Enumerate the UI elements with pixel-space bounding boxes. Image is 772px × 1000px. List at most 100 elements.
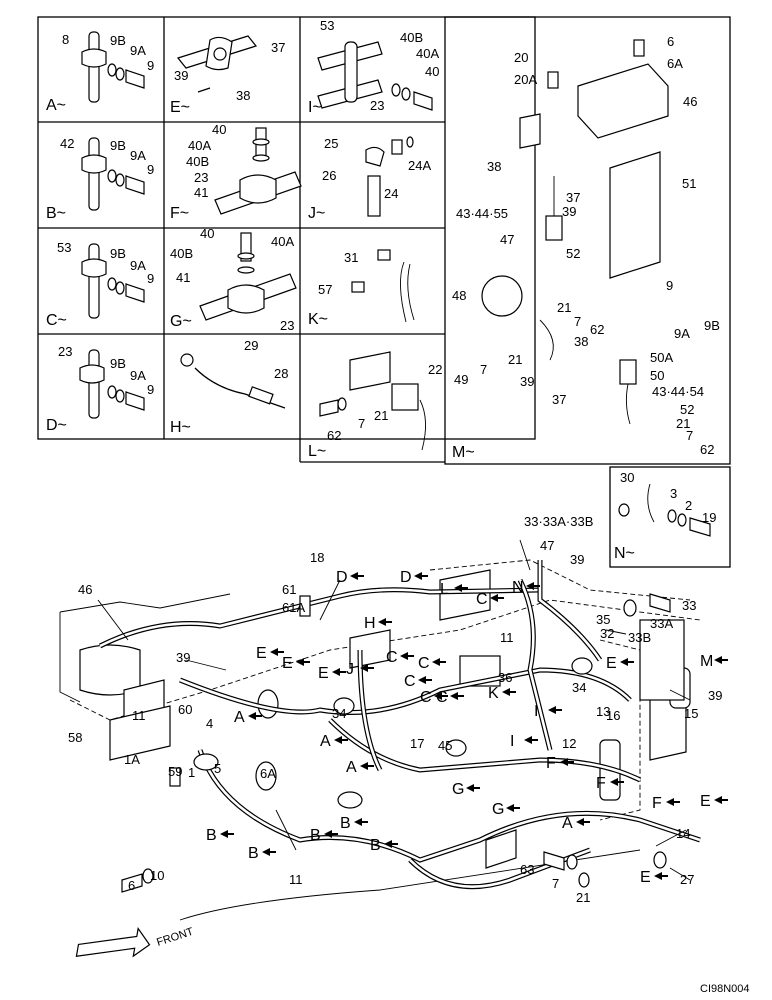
pointer-arrow-icon [262, 848, 276, 856]
arrow-letter: A [234, 709, 245, 726]
arrow-letter: M [700, 653, 713, 670]
pointer-arrow-icon [354, 818, 368, 826]
callout-number: 61A [282, 600, 305, 615]
callout-number: 33·33A·33B [524, 514, 593, 529]
arrow-letter: E [640, 869, 651, 886]
pointer-arrow-icon [454, 584, 468, 592]
panel-j-part: 24 [384, 186, 398, 201]
panel-m-part: 46 [683, 94, 697, 109]
arrow-letter: F [652, 795, 662, 812]
pointer-arrow-icon [450, 692, 464, 700]
pointer-arrow-icon [466, 784, 480, 792]
panel-m-part: 48 [452, 288, 466, 303]
panel-c: 53 9B 9A 9 C~ [46, 240, 154, 329]
panel-c-letter: C~ [46, 312, 67, 329]
panel-b-part: 9A [130, 148, 146, 163]
arrow-letter: B [248, 845, 259, 862]
panel-m-part: 39 [562, 204, 576, 219]
callout-number: 39 [570, 552, 584, 567]
panel-h-letter: H~ [170, 419, 191, 436]
arrow-letter: F [596, 775, 606, 792]
panel-j-letter: J~ [308, 205, 325, 222]
panel-m-part: 38 [574, 334, 588, 349]
arrow-letter: C [436, 689, 448, 706]
panel-j: 25 24A 26 24 J~ [308, 136, 431, 222]
panel-n-part: 30 [620, 470, 634, 485]
pointer-arrow-icon [414, 572, 428, 580]
pointer-arrow-icon [490, 594, 504, 602]
panel-i: 53 40B 40A 40 23 I~ [308, 18, 439, 116]
main-assembly [59, 539, 701, 958]
arrow-letter: B [310, 827, 321, 844]
panel-d-part: 9A [130, 368, 146, 383]
panel-f-part: 40A [188, 138, 211, 153]
callout-number: 46 [78, 582, 92, 597]
panel-k: 31 57 K~ [308, 249, 415, 328]
pointer-arrow-icon [576, 818, 590, 826]
callout-number: 47 [540, 538, 554, 553]
callout-number: 11 [132, 708, 146, 723]
callout-number: 6A [260, 766, 276, 781]
panel-d: 23 9B 9A 9 D~ [46, 344, 154, 434]
pointer-arrow-icon [332, 668, 346, 676]
arrow-letter: F [546, 755, 556, 772]
arrow-letter: D [336, 569, 348, 586]
panel-m-part: 47 [500, 232, 514, 247]
callout-number: 6 [128, 878, 135, 893]
panel-i-part: 40 [425, 64, 439, 79]
pointer-arrow-icon [548, 706, 562, 714]
callout-number: 5 [214, 761, 221, 776]
callout-number: 10 [150, 868, 164, 883]
panel-g-letter: G~ [170, 313, 192, 330]
callout-number: 59 [168, 764, 182, 779]
arrow-letter: C [404, 673, 416, 690]
figure-code: CI98N004 [700, 983, 750, 995]
callout-number: 16 [606, 708, 620, 723]
pointer-arrow-icon [434, 692, 448, 700]
pointer-arrow-icon [418, 676, 432, 684]
panel-m-part: 62 [590, 322, 604, 337]
panel-b-part: 42 [60, 136, 74, 151]
panel-f-part: 41 [194, 185, 208, 200]
callout-number: 17 [410, 736, 424, 751]
pointer-arrow-icon [506, 804, 520, 812]
panel-c-part: 9B [110, 246, 126, 261]
panel-m-part: 37 [552, 392, 566, 407]
panel-g-part: 23 [280, 318, 294, 333]
arrow-letter: G [492, 801, 504, 818]
panel-a-part: 9B [110, 33, 126, 48]
panel-i-part: 40A [416, 46, 439, 61]
panel-b-letter: B~ [46, 205, 66, 222]
callout-number: 45 [438, 738, 452, 753]
arrow-letter: B [370, 837, 381, 854]
arrow-letter: E [318, 665, 329, 682]
panel-e-letter: E~ [170, 99, 190, 116]
pointer-arrow-icon [400, 652, 414, 660]
arrow-letter: A [320, 733, 331, 750]
panel-a-part: 9A [130, 43, 146, 58]
callout-number: 34 [572, 680, 586, 695]
panel-f: 40 40A 40B 23 41 F~ [170, 122, 302, 222]
arrow-letter: C [476, 591, 488, 608]
pointer-arrow-icon [270, 648, 284, 656]
panel-e-part: 39 [174, 68, 188, 83]
panel-f-letter: F~ [170, 205, 189, 222]
panel-n-part: 2 [685, 498, 692, 513]
arrow-letter: A [346, 759, 357, 776]
pointer-arrow-icon [714, 656, 728, 664]
pointer-arrow-icon [666, 798, 680, 806]
panel-m-part: 21 [676, 416, 690, 431]
panel-a: 8 9B 9A 9 A~ [46, 31, 154, 114]
panel-m-part: 43·44·54 [652, 384, 704, 399]
panel-i-letter: I~ [308, 99, 322, 116]
panel-l-part: 22 [428, 362, 442, 377]
pointer-arrow-icon [350, 572, 364, 580]
pointer-arrow-icon [360, 762, 374, 770]
arrow-letter: J [346, 661, 354, 678]
panel-l-part: 7 [358, 416, 365, 431]
panel-a-letter: A~ [46, 97, 66, 114]
pointer-arrow-icon [526, 582, 540, 590]
callout-number: 58 [68, 730, 82, 745]
panel-n-letter: N~ [614, 545, 635, 562]
